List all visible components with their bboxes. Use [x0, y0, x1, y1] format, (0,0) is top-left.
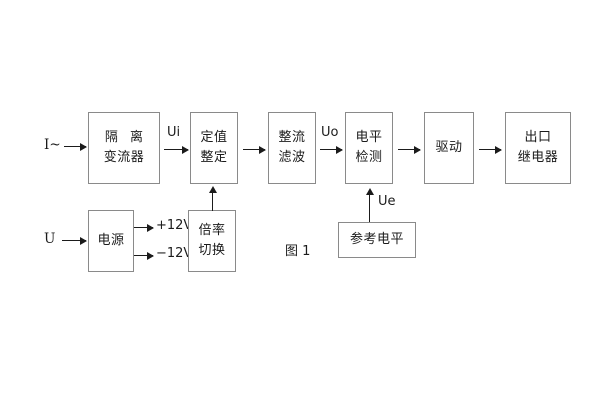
- voltage-input-label: U: [44, 231, 56, 247]
- block-rectify-filter-line2: 滤波: [278, 150, 306, 165]
- block-drive[interactable]: 驱动: [424, 112, 474, 184]
- block-isolation-transformer[interactable]: 隔 离 变流器: [88, 112, 160, 184]
- block-output-relay[interactable]: 出口 继电器: [505, 112, 571, 184]
- block-rectify-filter-line1: 整流: [278, 129, 306, 145]
- block-setting-value-line2: 整定: [200, 150, 228, 165]
- ui-signal-arrow: [164, 145, 189, 154]
- current-input-label: I~: [44, 137, 61, 153]
- rail-positive-arrow: [134, 223, 154, 232]
- drive-to-relay-arrow: [479, 145, 502, 154]
- block-multiplier-switch-line1: 倍率: [198, 222, 226, 238]
- block-rectify-filter[interactable]: 整流 滤波: [268, 112, 316, 184]
- rail-negative-arrow: [134, 251, 154, 260]
- block-reference-level[interactable]: 参考电平: [338, 222, 416, 258]
- uo-signal-arrow: [320, 145, 343, 154]
- rail-positive-label: +12V: [156, 218, 193, 233]
- block-reference-level-line1: 参考电平: [349, 231, 404, 247]
- figure-caption: 图 1: [285, 244, 311, 259]
- uo-signal-label: Uo: [321, 125, 339, 140]
- block-level-detection-line1: 电平: [355, 129, 383, 145]
- block-drive-line1: 驱动: [435, 139, 463, 155]
- rail-negative-label: −12V: [156, 246, 193, 261]
- ui-signal-label: Ui: [167, 125, 181, 140]
- block-setting-value-line1: 定值: [200, 129, 228, 145]
- block-level-detection-line2: 检测: [355, 150, 383, 165]
- voltage-input-arrow: [62, 236, 87, 245]
- setting-to-rectify-arrow: [243, 145, 266, 154]
- current-input-arrow: [64, 142, 87, 151]
- ue-signal-arrow: [365, 188, 374, 222]
- block-multiplier-switch-line2: 切换: [198, 243, 226, 258]
- block-power-supply[interactable]: 电源: [88, 210, 134, 272]
- block-setting-value[interactable]: 定值 整定: [190, 112, 238, 184]
- block-output-relay-line1: 出口: [524, 129, 552, 145]
- level-to-drive-arrow: [398, 145, 421, 154]
- block-isolation-transformer-line1: 隔 离: [104, 129, 148, 145]
- block-output-relay-line2: 继电器: [517, 150, 559, 165]
- block-isolation-transformer-line2: 变流器: [103, 150, 145, 165]
- block-level-detection[interactable]: 电平 检测: [345, 112, 393, 184]
- block-multiplier-switch[interactable]: 倍率 切换: [188, 210, 236, 272]
- ue-signal-label: Ue: [378, 194, 396, 209]
- block-power-supply-line1: 电源: [97, 232, 125, 248]
- multiplier-to-setting-arrow: [208, 186, 217, 211]
